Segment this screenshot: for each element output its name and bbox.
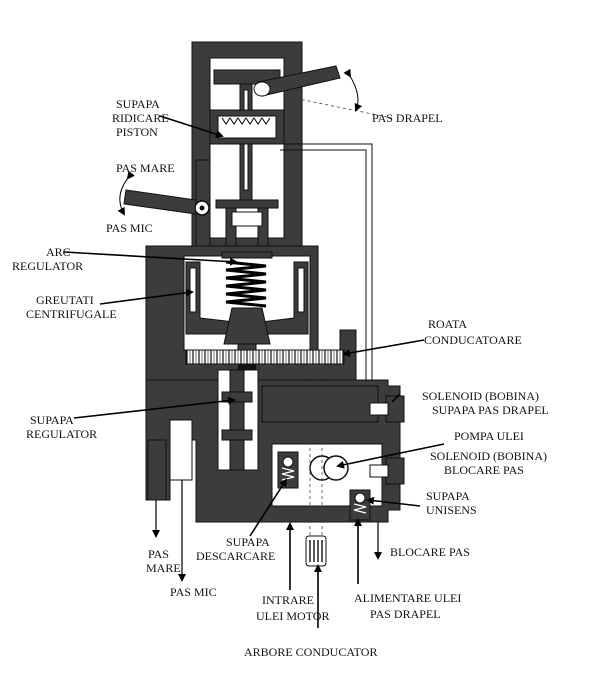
label-greutati-1: GREUTATI <box>36 293 94 307</box>
outlet-lines <box>152 480 382 582</box>
label-pas-mic-bottom: PAS MIC <box>170 585 217 599</box>
upper-tower <box>191 41 341 253</box>
pitch-arm <box>117 170 210 216</box>
label-arc-1: ARC <box>46 245 71 259</box>
label-pas-mare-bottom-2: MARE <box>146 561 181 575</box>
labels: SUPAPA RIDICARE PISTON PAS DRAPEL PAS MA… <box>12 97 549 659</box>
label-solenoid-feather-1: SOLENOID (BOBINA) <box>422 389 539 403</box>
label-supapa-ridicare-1: SUPAPA <box>116 97 160 111</box>
leader-lines <box>63 115 445 628</box>
label-alimentare-2: PAS DRAPEL <box>370 607 441 621</box>
label-pas-mare-bottom-1: PAS <box>148 547 169 561</box>
label-unisens-1: SUPAPA <box>426 489 470 503</box>
solenoid-lock <box>369 457 405 485</box>
label-arbore: ARBORE CONDUCATOR <box>244 645 377 659</box>
label-alimentare-1: ALIMENTARE ULEI <box>354 591 461 605</box>
label-roata-2: CONDUCATOARE <box>424 333 522 347</box>
label-greutati-2: CENTRIFUGALE <box>26 307 117 321</box>
governor-housing <box>145 245 357 381</box>
label-supapa-regulator-2: REGULATOR <box>26 427 97 441</box>
label-descarcare-2: DESCARCARE <box>196 549 275 563</box>
label-arc-2: REGULATOR <box>12 259 83 273</box>
label-supapa-ridicare-3: PISTON <box>116 125 158 139</box>
label-blocare-pas: BLOCARE PAS <box>390 545 470 559</box>
label-supapa-regulator-1: SUPAPA <box>30 413 74 427</box>
label-unisens-2: UNISENS <box>426 503 477 517</box>
label-roata-1: ROATA <box>428 317 467 331</box>
label-solenoid-lock-2: BLOCARE PAS <box>444 463 524 477</box>
label-solenoid-feather-2: SUPAPA PAS DRAPEL <box>432 403 549 417</box>
label-pompa: POMPA ULEI <box>454 429 524 443</box>
label-descarcare-1: SUPAPA <box>226 535 270 549</box>
solenoid-feather <box>369 395 405 423</box>
label-solenoid-lock-1: SOLENOID (BOBINA) <box>430 449 547 463</box>
label-pas-drapel: PAS DRAPEL <box>372 111 443 125</box>
label-intrare-2: ULEI MOTOR <box>256 609 329 623</box>
feather-oil-line <box>280 68 393 396</box>
label-supapa-ridicare-2: RIDICARE <box>112 111 169 125</box>
drive-gear <box>185 349 345 370</box>
label-pas-mic-top: PAS MIC <box>106 221 153 235</box>
label-intrare-1: INTRARE <box>262 593 314 607</box>
label-pas-mare-top: PAS MARE <box>116 161 175 175</box>
